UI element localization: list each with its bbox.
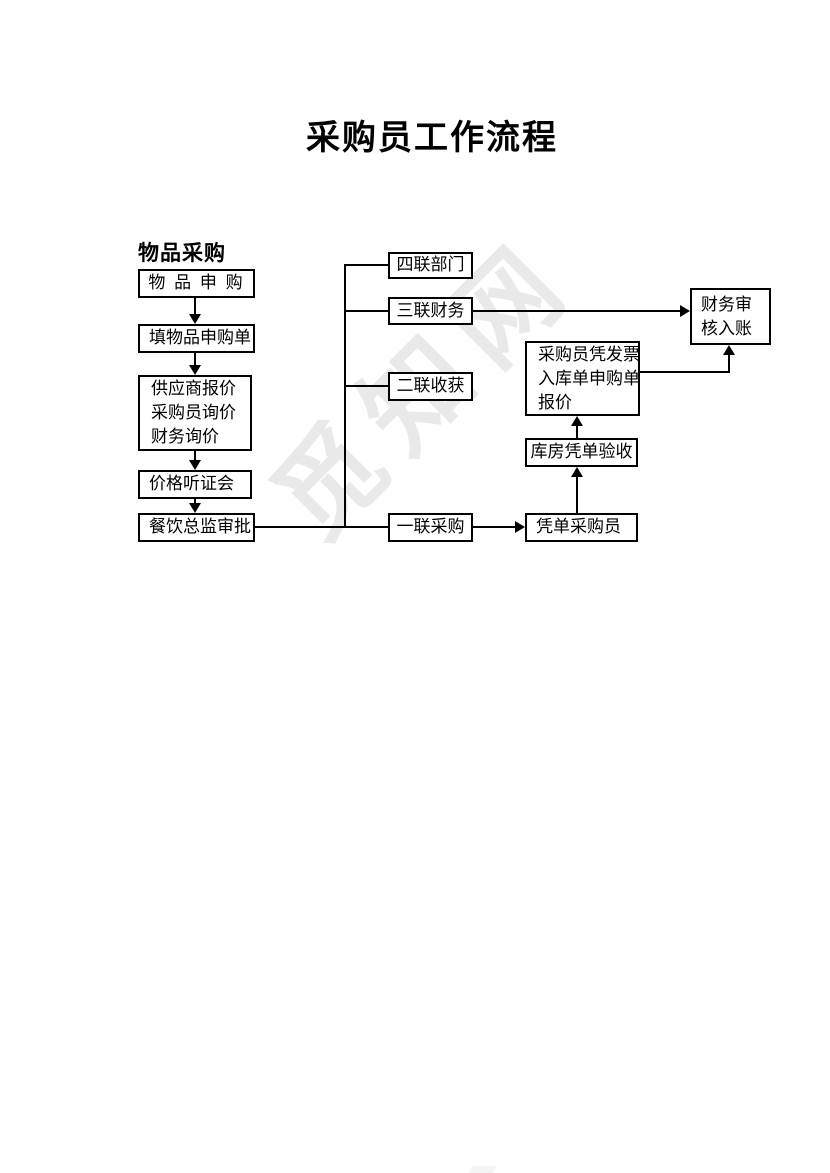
connector-warehouse-to-invoice	[576, 425, 578, 438]
node-copy3-finance: 三联财务	[388, 297, 473, 325]
node-quotes-line3: 财务询价	[151, 427, 219, 446]
node-copy1-purchasing: 一联采购	[388, 513, 473, 542]
arrowhead-down-icon	[189, 503, 201, 513]
connector-copy3-to-finance	[473, 310, 681, 312]
connector-trunk	[344, 264, 346, 528]
arrowhead-down-icon	[189, 314, 201, 324]
arrowhead-up-icon	[723, 345, 735, 355]
connector-invoice-elbow-h	[640, 371, 730, 373]
connector-copy1-to-voucher	[473, 526, 516, 528]
watermark-partial-text: 觅	[312, 1100, 658, 1173]
node-finance-line2: 核入账	[701, 318, 752, 338]
node-warehouse-check: 库房凭单验收	[525, 438, 638, 467]
connector-director-to-copy1	[255, 526, 388, 528]
connector-trunk-to-copy2	[346, 385, 388, 387]
node-item-apply: 物 品 申 购	[138, 269, 255, 298]
node-price-hearing: 价格听证会	[138, 470, 252, 499]
section-label: 物品采购	[138, 241, 226, 265]
connector-fill-to-quotes	[194, 353, 196, 366]
arrowhead-right-icon	[515, 521, 525, 533]
node-finance-line1: 财务审	[701, 294, 752, 314]
node-quotes-line1: 供应商报价	[151, 379, 236, 398]
node-quotes: 供应商报价 采购员询价 财务询价	[138, 375, 252, 451]
arrowhead-down-icon	[189, 365, 201, 375]
node-invoice-line1: 采购员凭发票	[538, 344, 640, 364]
connector-voucher-to-warehouse	[576, 476, 578, 513]
node-director-approval: 餐饮总监审批	[138, 513, 255, 542]
node-copy2-receiving: 二联收获	[388, 372, 473, 401]
node-finance-entry: 财务审 核入账	[690, 288, 771, 345]
node-quotes-line2: 采购员询价	[151, 403, 236, 422]
connector-trunk-to-copy4	[346, 264, 388, 266]
arrowhead-up-icon	[571, 416, 583, 426]
arrowhead-down-icon	[189, 460, 201, 470]
page-title: 采购员工作流程	[306, 119, 558, 157]
connector-hearing-to-director	[194, 499, 196, 506]
connector-quotes-to-hearing	[194, 451, 196, 462]
node-copy4-department: 四联部门	[388, 252, 473, 279]
connector-invoice-elbow-v	[728, 354, 730, 373]
node-fill-form: 填物品申购单	[138, 324, 255, 353]
connector-apply-to-fill	[194, 298, 196, 316]
arrowhead-right-icon	[680, 305, 690, 317]
arrowhead-up-icon	[571, 467, 583, 477]
node-invoice-line3: 报价	[538, 392, 572, 412]
connector-trunk-to-copy3	[346, 310, 388, 312]
node-voucher-buyer: 凭单采购员	[525, 513, 638, 542]
node-invoice-docs: 采购员凭发票 入库单申购单 报价	[525, 341, 640, 416]
node-invoice-line2: 入库单申购单	[538, 368, 640, 388]
